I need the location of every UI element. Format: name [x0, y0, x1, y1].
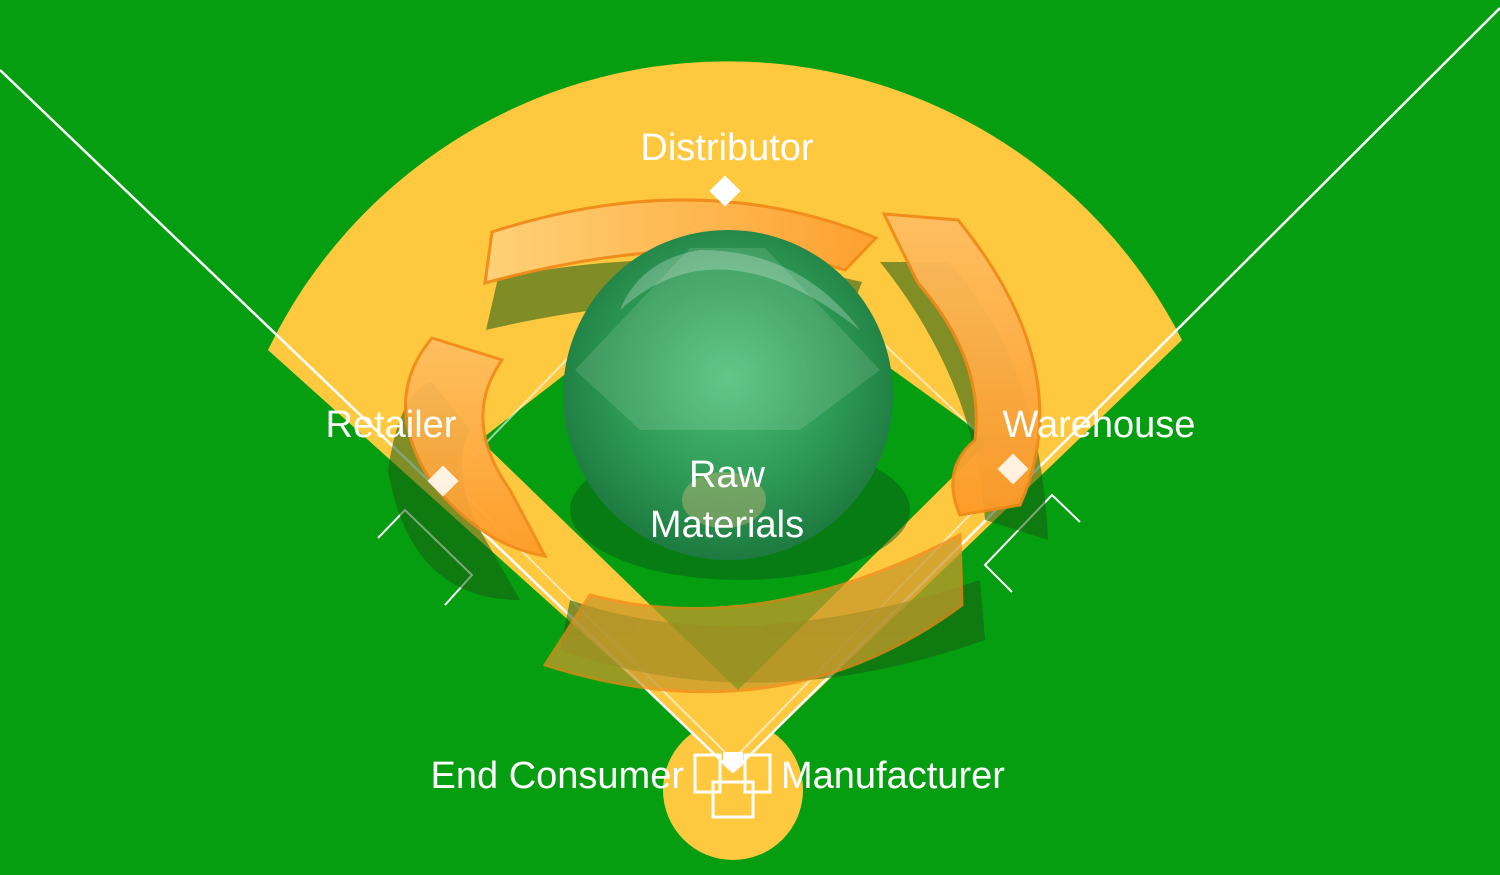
label-manufacturer: Manufacturer: [781, 755, 1005, 797]
label-distributor: Distributor: [640, 127, 813, 169]
label-retailer: Retailer: [326, 404, 457, 446]
label-raw: Raw: [689, 454, 766, 496]
label-end-consumer: End Consumer: [431, 755, 685, 797]
label-materials: Materials: [650, 504, 804, 546]
label-warehouse: Warehouse: [1003, 404, 1196, 446]
